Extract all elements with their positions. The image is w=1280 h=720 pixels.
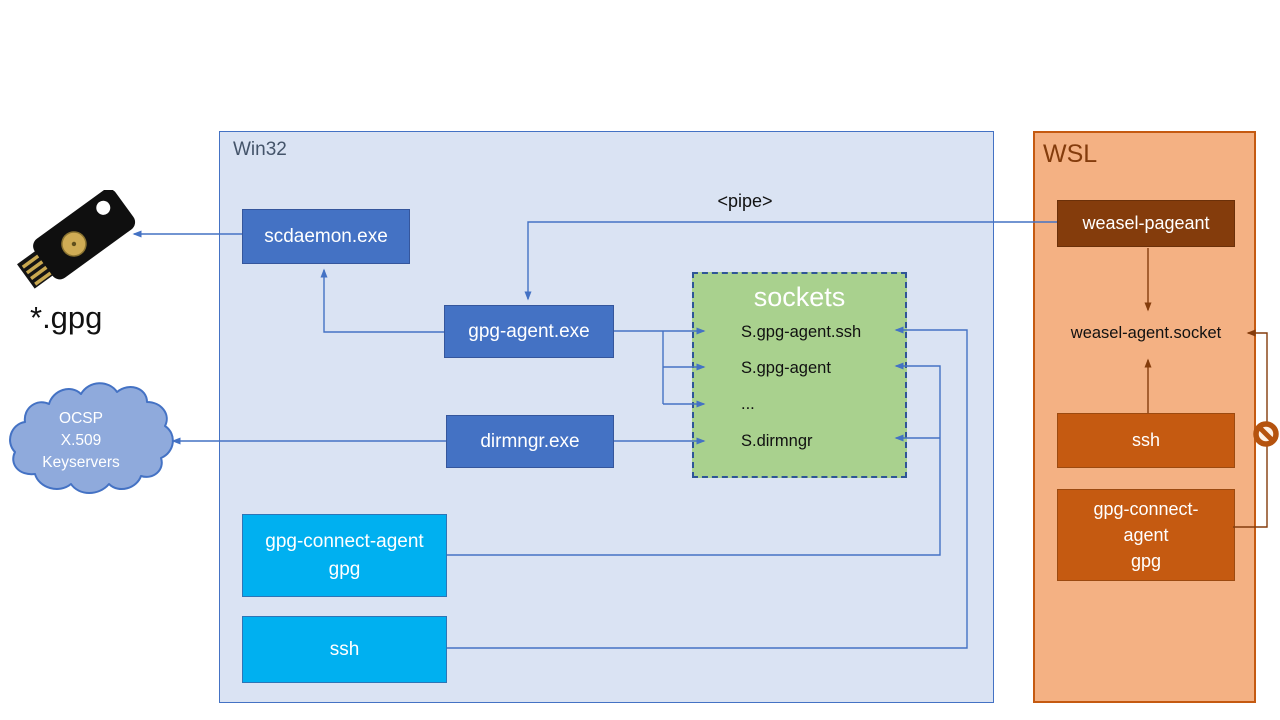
gpg-agent-box: gpg-agent.exe (444, 305, 614, 358)
wsl-ssh-box: ssh (1057, 413, 1235, 468)
weasel-agent-socket-label: weasel-agent.socket (1070, 324, 1222, 342)
pipe-label: <pipe> (717, 191, 773, 211)
dirmngr-box: dirmngr.exe (446, 415, 614, 468)
cloud-icon (9, 382, 174, 494)
socket-item-ellipsis: ... (741, 395, 755, 413)
yubikey-body (33, 190, 136, 280)
gpg-label: gpg (328, 558, 361, 580)
yubikey-keyring-hole (96, 200, 111, 215)
yubikey-icon (17, 190, 136, 289)
scdaemon-box: scdaemon.exe (242, 209, 410, 264)
win32-ssh-box: ssh (242, 616, 447, 683)
weasel-pageant-box: weasel-pageant (1057, 200, 1235, 247)
socket-item-gpg-agent: S.gpg-agent (741, 359, 831, 377)
cloud-line-ocsp: OCSP (59, 410, 103, 427)
gpg-files-label: *.gpg (30, 300, 103, 335)
gpg-connect-agent-label: gpg-connect-agent (265, 530, 424, 552)
cloud-line-x509: X.509 (61, 432, 102, 449)
blocked-icon (1253, 421, 1279, 447)
wsl-group-label: WSL (1043, 140, 1098, 168)
win32-group-label: Win32 (233, 139, 287, 160)
keyservers-cloud: OCSP X.509 Keyservers (9, 382, 174, 494)
wsl-gpg-connect-line2: agent (1123, 524, 1169, 545)
sockets-title: sockets (753, 282, 846, 312)
wsl-gpg-connect-line3: gpg (1130, 551, 1162, 572)
sockets-group: sockets S.gpg-agent.ssh S.gpg-agent ... … (692, 272, 907, 478)
yubikey-usb-plug (17, 247, 58, 289)
cloud-line-keyservers: Keyservers (42, 454, 120, 471)
socket-item-gpg-agent-ssh: S.gpg-agent.ssh (741, 323, 862, 341)
socket-item-dirmngr: S.dirmngr (741, 432, 813, 450)
win32-gpg-connect-agent-box: gpg-connect-agent gpg (242, 514, 447, 597)
wsl-gpg-connect-agent-box: gpg-connect- agent gpg (1057, 489, 1235, 581)
wsl-gpg-connect-line1: gpg-connect- (1093, 498, 1199, 519)
